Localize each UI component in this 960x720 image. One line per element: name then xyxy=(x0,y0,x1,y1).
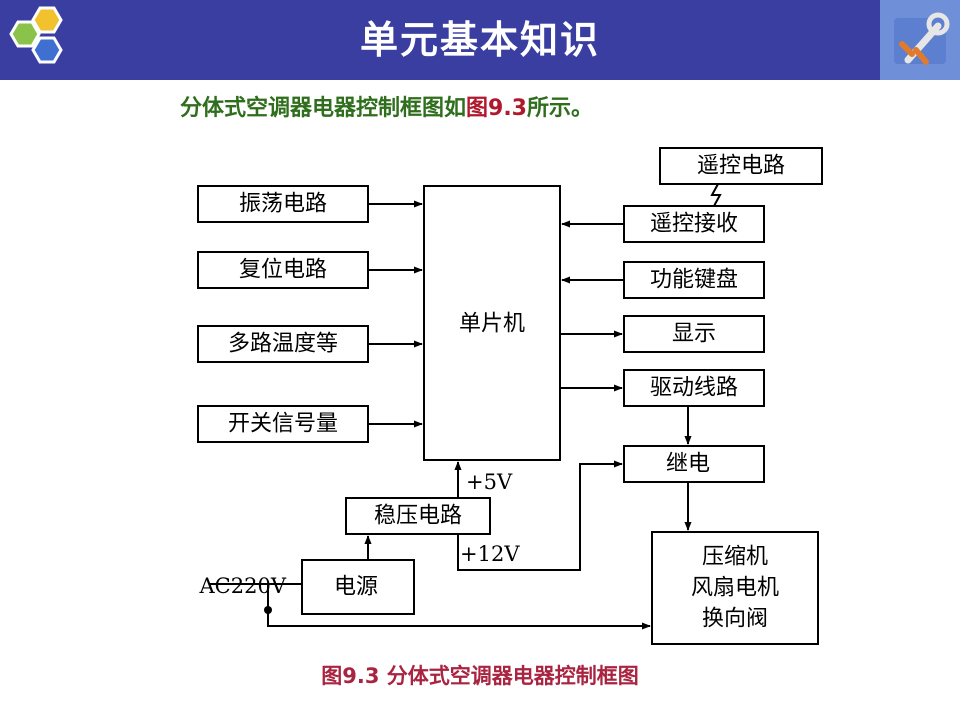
label-keyboard: 功能键盘 xyxy=(650,268,738,293)
label-load-valve: 换向阀 xyxy=(702,607,768,632)
label-driver: 驱动线路 xyxy=(650,376,738,401)
label-relay: 继电 xyxy=(666,452,710,477)
label-regulator: 稳压电路 xyxy=(374,504,462,529)
label-oscillator: 振荡电路 xyxy=(239,192,327,217)
header-bar xyxy=(0,0,960,80)
label-ac-input: AC220V xyxy=(199,574,287,598)
label-5v: +5V xyxy=(466,470,513,494)
block-relay xyxy=(623,445,765,483)
block-mcu xyxy=(423,185,561,461)
remote-signal-icon xyxy=(710,183,722,207)
label-mcu: 单片机 xyxy=(459,312,525,337)
intro-prefix: 分体式空调器电器控制框图如 xyxy=(180,96,467,121)
label-remote-control: 遥控电路 xyxy=(697,154,785,179)
block-regulator xyxy=(345,497,491,535)
label-remote-receive: 遥控接收 xyxy=(650,212,738,237)
hexagon-cluster-icon xyxy=(0,0,80,80)
line-12v-to-relay xyxy=(457,460,623,571)
label-switch-signal: 开关信号量 xyxy=(228,412,338,437)
label-load-fan: 风扇电机 xyxy=(691,576,779,601)
junction-dot xyxy=(264,606,272,614)
wrench-icon xyxy=(880,0,960,80)
intro-suffix: 所示。 xyxy=(527,96,594,121)
label-12v: +12V xyxy=(460,542,520,566)
block-driver xyxy=(623,369,765,407)
label-temperature: 多路温度等 xyxy=(228,332,338,357)
label-display: 显示 xyxy=(672,322,716,347)
line-ac-to-load xyxy=(267,584,651,630)
page-title: 单元基本知识 xyxy=(359,18,600,62)
block-load xyxy=(651,531,819,645)
intro-text: 分体式空调器电器控制框图如图9.3所示。 xyxy=(180,92,593,126)
label-load-compressor: 压缩机 xyxy=(702,545,768,570)
label-power: 电源 xyxy=(334,575,378,600)
block-display xyxy=(623,315,765,353)
label-reset: 复位电路 xyxy=(239,258,327,283)
block-power xyxy=(301,559,415,615)
block-remote-control xyxy=(659,147,823,185)
intro-figure-ref: 图9.3 xyxy=(466,96,527,121)
figure-caption: 图9.3 分体式空调器电器控制框图 xyxy=(321,664,639,688)
